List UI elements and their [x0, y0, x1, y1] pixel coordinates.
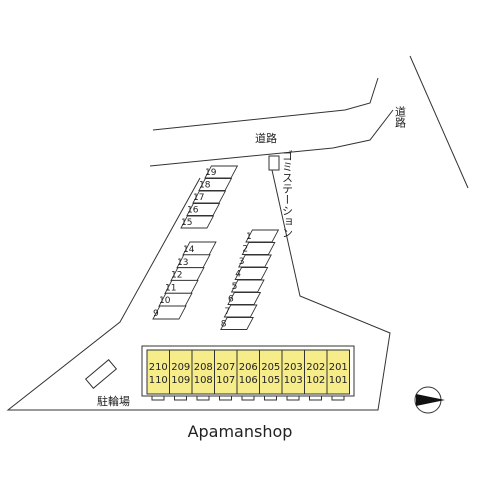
- entrance-step: [286, 395, 300, 401]
- bicycle-parking-label: 駐輪場: [97, 394, 130, 408]
- unit-number-lower: 103: [284, 375, 303, 386]
- parking-space: [152, 305, 187, 320]
- unit-number-upper: 207: [216, 362, 235, 373]
- road-lines: [149, 55, 469, 189]
- compass-arrow-icon: [414, 386, 445, 414]
- site-boundary: [6, 169, 391, 411]
- parking-space-number: 15: [181, 218, 192, 228]
- unit-number-upper: 208: [194, 362, 213, 373]
- unit-number-lower: 106: [239, 375, 258, 386]
- unit-number-lower: 107: [216, 375, 235, 386]
- parking-space-number: 1: [246, 232, 252, 242]
- parking-space-number: 19: [205, 168, 217, 178]
- parking-space: [180, 215, 215, 229]
- parking-space-number: 9: [153, 309, 159, 319]
- road-label-vertical: 道路: [394, 105, 407, 129]
- parking-space: [220, 317, 254, 330]
- unit-number-upper: 202: [306, 362, 325, 373]
- entrance-step: [309, 395, 322, 401]
- garbage-station-box: [268, 155, 280, 171]
- unit-number-upper: 210: [149, 362, 168, 373]
- watermark-logo: Apamanshop: [188, 422, 293, 441]
- bicycle-parking-shed: [84, 359, 118, 389]
- parking-right-row: 1 2 3 4 5 6 7 8: [220, 229, 280, 330]
- parking-space-number: 2: [242, 245, 248, 255]
- parking-space-number: 10: [159, 296, 171, 306]
- entrance-step: [264, 395, 277, 401]
- unit-number-lower: 102: [306, 375, 325, 386]
- entrance-step: [174, 395, 187, 401]
- unit-number-lower: 110: [149, 375, 168, 386]
- unit-number-upper: 201: [329, 362, 348, 373]
- parking-space-number: 11: [165, 283, 176, 293]
- entrance-step: [241, 395, 255, 401]
- unit-number-upper: 209: [171, 362, 190, 373]
- parking-space-number: 18: [199, 181, 211, 191]
- parking-upper-row: 19 18 17 16 15: [180, 165, 239, 229]
- entrance-step: [151, 395, 165, 401]
- unit-number-lower: 109: [171, 375, 190, 386]
- parking-space-number: 7: [224, 307, 230, 317]
- unit-number-upper: 205: [261, 362, 280, 373]
- parking-space-number: 14: [183, 245, 195, 255]
- parking-space-number: 6: [228, 295, 234, 305]
- unit-number-lower: 108: [194, 375, 213, 386]
- building-units: 2101102091092081082071072061062051052031…: [146, 349, 350, 401]
- unit-number-lower: 101: [329, 375, 348, 386]
- parking-space-number: 13: [177, 258, 188, 268]
- parking-space-number: 12: [171, 271, 182, 281]
- parking-space-number: 8: [221, 320, 227, 330]
- parking-space-number: 3: [239, 257, 245, 267]
- garbage-station-label: ゴミステーション: [281, 149, 294, 238]
- building-unit: [326, 349, 350, 395]
- parking-space-number: 16: [187, 206, 199, 216]
- unit-number-upper: 203: [284, 362, 303, 373]
- road-label-horizontal: 道路: [255, 131, 277, 145]
- entrance-step: [219, 395, 232, 401]
- parking-space-number: 4: [235, 270, 241, 280]
- entrance-step: [196, 395, 210, 401]
- entrance-step: [331, 395, 345, 401]
- unit-number-upper: 206: [239, 362, 258, 373]
- parking-middle-row: 14 13 12 11 109: [152, 241, 217, 320]
- parking-space-number: 17: [193, 193, 204, 203]
- unit-number-lower: 105: [261, 375, 280, 386]
- parking-space-number: 5: [232, 282, 238, 292]
